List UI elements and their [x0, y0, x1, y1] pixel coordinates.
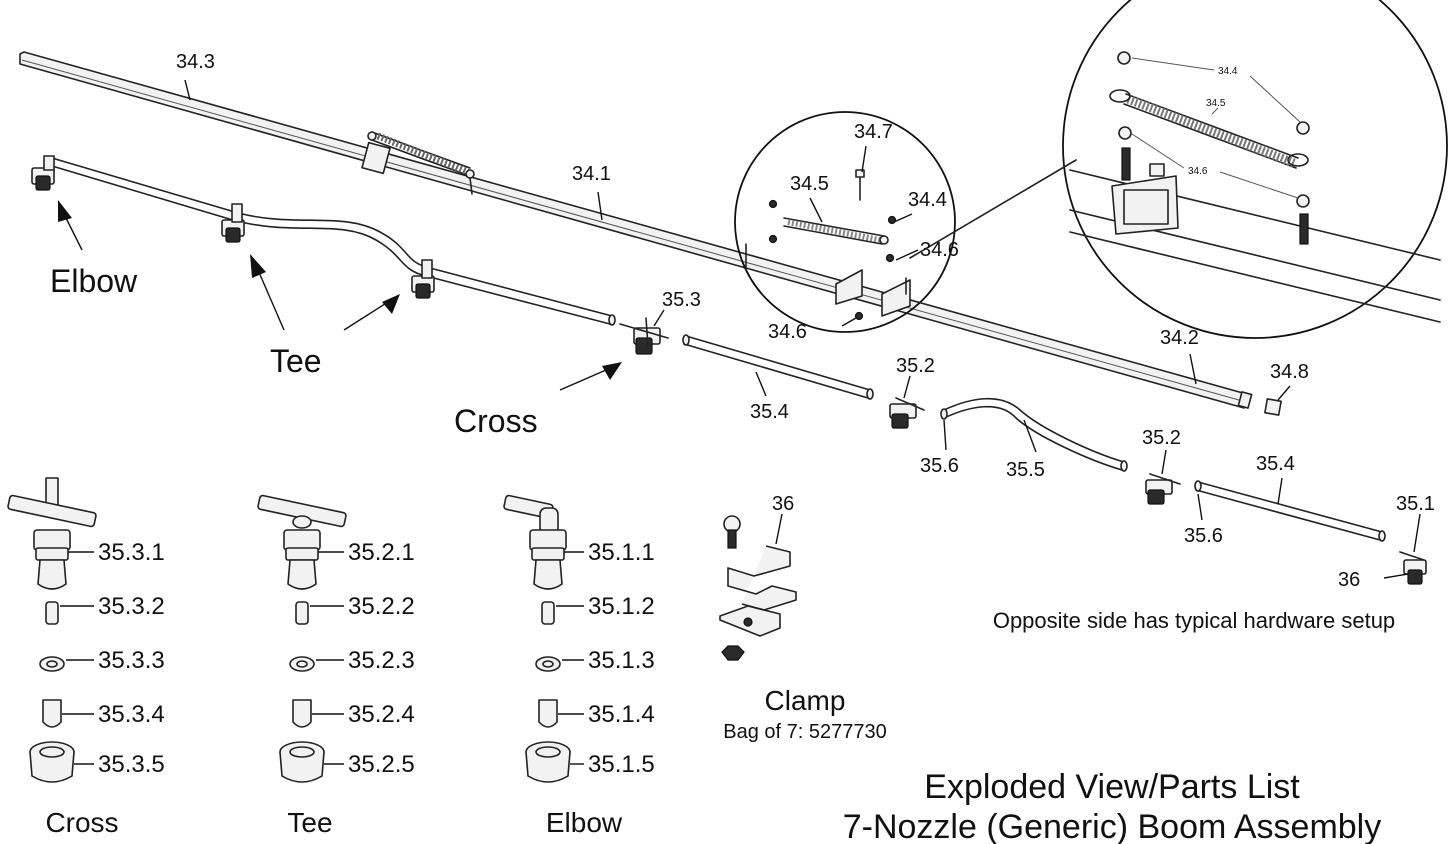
callout-35-6-first: 35.6	[920, 455, 959, 477]
callout-34-7: 34.7	[854, 121, 893, 143]
callout-35-4-center: 35.4	[750, 401, 789, 423]
kit-part-number: 35.1.1	[588, 539, 655, 566]
arrow-label-elbow: Elbow	[50, 263, 138, 299]
tube-center	[682, 334, 874, 400]
kit-name-label: Cross	[45, 807, 118, 838]
hose-right	[940, 397, 1128, 472]
callout-35-2-first: 35.2	[896, 355, 935, 377]
leader-lines	[184, 79, 1421, 579]
end-cap	[1264, 398, 1282, 416]
callout-35-1: 35.1	[1396, 493, 1435, 515]
arrow-label-cross: Cross	[454, 403, 538, 439]
title-line-1: Exploded View/Parts List	[924, 768, 1300, 806]
kit-name-label: Tee	[287, 807, 332, 838]
kit-part-number: 35.1.3	[588, 647, 655, 674]
nozzle-tee-right-2	[1145, 473, 1181, 505]
title-line-2: 7-Nozzle (Generic) Boom Assembly	[843, 808, 1382, 844]
kit-part-number: 35.3.5	[98, 751, 165, 778]
kit-part-number: 35.3.3	[98, 647, 165, 674]
kit-part-number: 35.2.5	[348, 751, 415, 778]
callout-35-4-right: 35.4	[1256, 453, 1295, 475]
kit-part-number: 35.2.4	[348, 701, 415, 728]
callout-35-3: 35.3	[662, 289, 701, 311]
hose-left	[51, 157, 616, 326]
kit-part-number: 35.3.2	[98, 593, 165, 620]
callout-36-right: 36	[1338, 569, 1360, 591]
kit-part-number: 35.2.1	[348, 539, 415, 566]
callout-34-4: 34.4	[908, 189, 947, 211]
nozzle-tee-right-1	[889, 397, 925, 429]
kit-part-number: 35.2.3	[348, 647, 415, 674]
detail-circle-mid	[734, 111, 956, 333]
kit-part-number: 35.3.4	[98, 701, 165, 728]
callout-34-2: 34.2	[1160, 327, 1199, 349]
clamp-drawing	[719, 513, 797, 661]
hardware-note: Opposite side has typical hardware setup	[993, 608, 1395, 633]
indicator-arrows	[58, 200, 622, 391]
kit-part-number: 35.1.2	[588, 593, 655, 620]
callout-34-5: 34.5	[790, 173, 829, 195]
callout-35-2-second: 35.2	[1142, 427, 1181, 449]
detail-circle-top-right	[909, 0, 1448, 339]
detail-callout-34-4: 34.4	[1218, 66, 1238, 77]
nozzle-elbow-left	[31, 155, 55, 191]
callout-34-1: 34.1	[572, 163, 611, 185]
detail-callout-34-6: 34.6	[1188, 166, 1208, 177]
callout-34-3: 34.3	[176, 51, 215, 73]
kit-part-number: 35.3.1	[98, 539, 165, 566]
clamp-label: Clamp	[765, 685, 846, 716]
kit-part-number: 35.1.5	[588, 751, 655, 778]
nozzle-tee-left	[221, 203, 245, 243]
kit-part-number: 35.2.2	[348, 593, 415, 620]
kit-name-label: Elbow	[546, 807, 623, 838]
nozzle-elbow-right	[1399, 551, 1427, 585]
boom-bar	[19, 51, 1253, 409]
kit-part-number: 35.1.4	[588, 701, 655, 728]
nozzle-cross-center	[619, 317, 669, 355]
clamp-bag-number: Bag of 7: 5277730	[723, 721, 886, 743]
arrow-label-tee: Tee	[270, 343, 322, 379]
callout-34-6-lower: 34.6	[768, 321, 807, 343]
callout-34-6-upper: 34.6	[920, 239, 959, 261]
spring-assembly-bar	[361, 131, 475, 195]
callout-35-5: 35.5	[1006, 459, 1045, 481]
callout-34-8: 34.8	[1270, 361, 1309, 383]
callout-labels: 34.3 34.1 34.2 34.7 34.5 34.4 34.6 34.6 …	[50, 51, 1435, 591]
detail-callout-34-5: 34.5	[1206, 98, 1226, 109]
callout-36-clamp: 36	[772, 493, 794, 515]
tube-right	[1194, 480, 1386, 542]
callout-35-6-second: 35.6	[1184, 525, 1223, 547]
nozzle-tee-mid	[411, 259, 435, 299]
